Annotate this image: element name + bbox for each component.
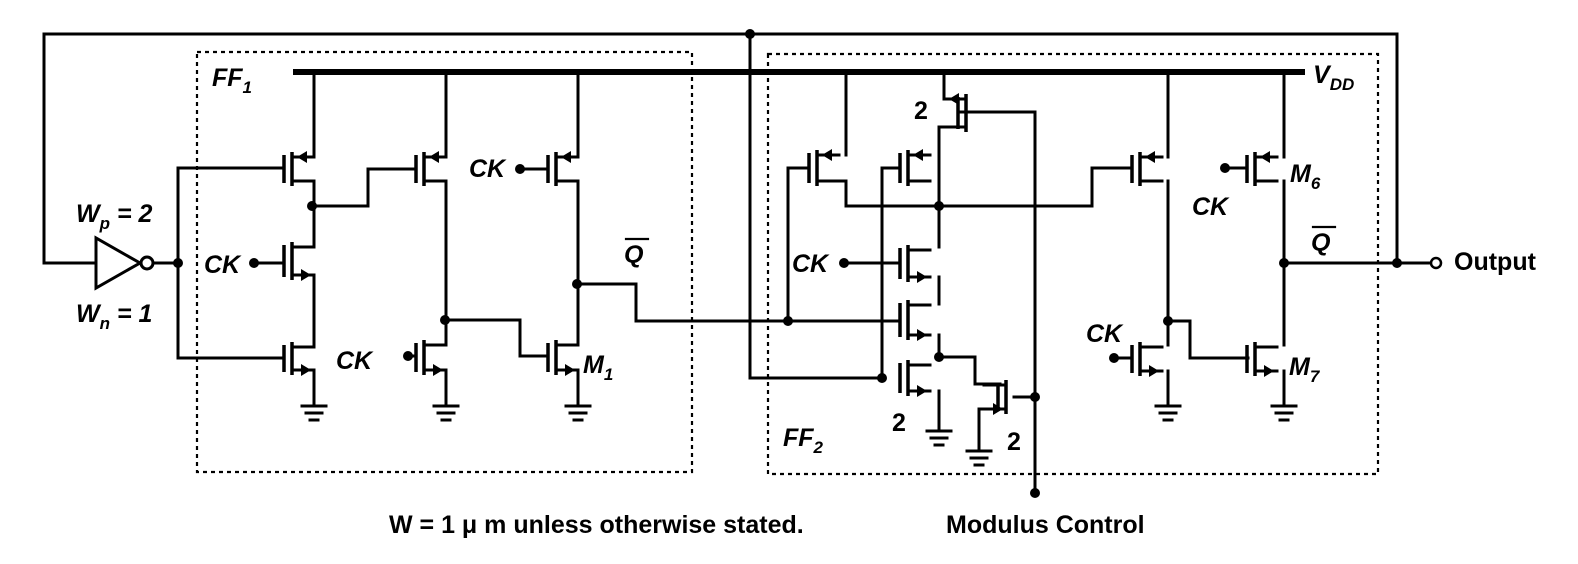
wire xyxy=(42,32,1399,265)
ff1-label: FF1 xyxy=(212,64,252,97)
vdd-label: VDD xyxy=(1313,61,1354,94)
wire xyxy=(748,32,884,380)
transistor-arrow xyxy=(917,329,927,341)
wire xyxy=(312,167,418,208)
ck-label: CK xyxy=(1192,193,1230,221)
junction-dot xyxy=(307,201,317,211)
wire xyxy=(444,318,550,358)
junction-dot xyxy=(1030,488,1040,498)
output-label: Output xyxy=(1454,248,1537,276)
ck-label: CK xyxy=(336,347,374,375)
transistor-arrow xyxy=(433,364,443,376)
labels: FF1 FF2 VDD Wp = 2 Wn = 1 CK CK CK CK CK… xyxy=(76,61,1537,539)
wire xyxy=(837,179,1094,208)
wire xyxy=(786,166,811,323)
transistor-arrow xyxy=(1264,365,1274,377)
junction-dot xyxy=(877,373,887,383)
transistor-arrow xyxy=(297,151,307,163)
transistor-arrow xyxy=(949,93,959,105)
transistor-arrow xyxy=(429,151,439,163)
inverter-bubble xyxy=(139,255,155,271)
junction-dot xyxy=(249,258,259,268)
size-label: 2 xyxy=(892,409,906,437)
footnote-label: W = 1 μ m unless otherwise stated. xyxy=(389,511,804,539)
junction-dot xyxy=(515,164,525,174)
ff1-box xyxy=(195,50,694,474)
transistor-arrow xyxy=(993,403,1003,415)
wire xyxy=(977,407,986,447)
transistor-arrow xyxy=(1260,151,1270,163)
size-label: 2 xyxy=(1007,428,1021,456)
ck-label: CK xyxy=(469,155,507,183)
m6-label: M6 xyxy=(1290,160,1321,193)
ck-label: CK xyxy=(1086,320,1124,348)
junction-dot xyxy=(403,351,413,361)
qbar-label: Q xyxy=(1311,229,1331,257)
ck-label: CK xyxy=(204,251,242,279)
junction-dot xyxy=(1220,163,1230,173)
modulus-control-label: Modulus Control xyxy=(946,511,1145,539)
wire xyxy=(576,282,900,323)
junction-dot xyxy=(1109,353,1119,363)
transistor-arrow xyxy=(561,151,571,163)
transistor-arrow xyxy=(913,149,923,161)
wire xyxy=(937,355,1002,386)
junction-dot xyxy=(839,258,849,268)
junction-dot xyxy=(1392,258,1402,268)
transistor-arrow xyxy=(301,364,311,376)
ck-label: CK xyxy=(792,250,830,278)
inverter xyxy=(94,235,144,291)
wire xyxy=(1090,166,1134,208)
transistor-arrow xyxy=(917,385,927,397)
size-label: 2 xyxy=(914,97,928,125)
transistor-arrow xyxy=(565,364,575,376)
wp-label: Wp = 2 xyxy=(76,200,152,233)
transistor-arrow xyxy=(301,269,311,281)
transistor-arrow xyxy=(1149,365,1159,377)
m7-label: M7 xyxy=(1289,353,1321,386)
transistor-arrow xyxy=(822,149,832,161)
transistor-arrow xyxy=(917,271,927,283)
wiring xyxy=(42,29,1443,498)
wire xyxy=(937,125,946,157)
m1-label: M1 xyxy=(583,351,613,384)
wire xyxy=(880,166,902,380)
wire xyxy=(956,110,1037,495)
wn-label: Wn = 1 xyxy=(76,300,152,333)
terminal xyxy=(1429,256,1443,270)
ff2-label: FF2 xyxy=(783,424,824,457)
wire xyxy=(1166,319,1250,360)
junction-dot xyxy=(745,29,755,39)
qbar-label: Q xyxy=(624,241,644,269)
transistor-arrow xyxy=(1145,151,1155,163)
